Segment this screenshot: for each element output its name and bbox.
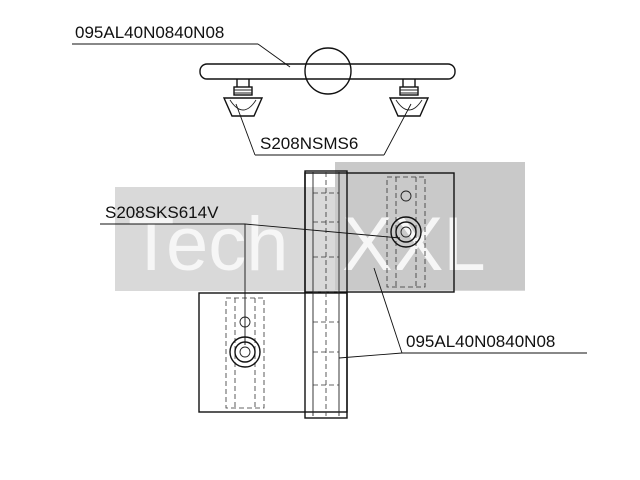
callout-hinge-part: 095AL40N0840N08 (338, 267, 587, 359)
lower-hinge-leaf (198, 292, 348, 413)
hinge-knuckle (304, 170, 348, 419)
callout-top-part: 095AL40N0840N08 (72, 23, 291, 68)
right-slot-nut (388, 86, 430, 117)
left-slot-nut (222, 86, 264, 117)
label-nut: S208NSMS6 (260, 134, 358, 153)
hinge-assembly (198, 170, 455, 419)
center-knob (304, 47, 352, 95)
handle-bar (199, 63, 456, 80)
watermark: Tech XXL (115, 162, 525, 291)
knuckle-segments (313, 192, 339, 386)
label-screw: S208SKS614V (105, 203, 219, 222)
upper-screw (386, 176, 426, 288)
callout-nut: S208NSMS6 (235, 103, 412, 156)
watermark-text-left: Tech (128, 202, 289, 287)
watermark-box (335, 162, 525, 290)
top-view-assembly (199, 47, 456, 117)
label-hinge-part: 095AL40N0840N08 (406, 332, 555, 351)
label-top-part: 095AL40N0840N08 (75, 23, 224, 42)
callout-screw: S208SKS614V (100, 203, 401, 345)
